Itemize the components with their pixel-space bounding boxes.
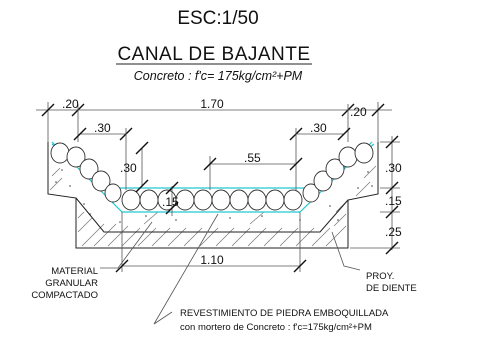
slope-dimension-lines	[73, 127, 351, 190]
note-material-line3: COMPACTADO	[31, 290, 98, 301]
dim-slope-right: .30	[310, 121, 327, 135]
note-tooth-line2: DE DIENTE	[366, 283, 417, 294]
scale-label: ESC:1/50	[177, 8, 258, 29]
stone-lining	[50, 142, 374, 211]
dim-right-floor: .15	[385, 194, 402, 208]
top-dimension-line	[36, 102, 392, 142]
left-depth-dimension	[135, 141, 149, 193]
dim-slope-left: .30	[94, 121, 111, 135]
material-leader	[100, 221, 153, 269]
tooth-leader	[331, 231, 361, 271]
right-side-dimensions	[350, 135, 400, 255]
dim-floor-thickness: .15	[162, 195, 179, 209]
dim-top-left-edge: .20	[62, 97, 79, 111]
drawing-title: CANAL DE BAJANTE	[117, 44, 310, 65]
dim-base-width: 1.10	[200, 253, 224, 267]
bottom-width-dimension	[203, 156, 303, 190]
dim-bottom-width: .55	[244, 151, 261, 165]
note-lining-line2: con mortero de Concreto : f'c=175kg/cm²+…	[180, 322, 372, 333]
inner-base-line	[75, 197, 349, 233]
floor-thickness-dimension	[165, 181, 179, 216]
dim-left-depth: .30	[120, 161, 137, 175]
concrete-hatching	[49, 165, 377, 247]
lining-leader	[153, 213, 219, 325]
note-lining-line1: REVESTIMIENTO DE PIEDRA EMBOQUILLADA	[180, 308, 389, 319]
concrete-outline	[47, 142, 379, 249]
note-material-line1: MATERIAL	[51, 266, 98, 277]
drawing-subtitle: Concreto : f'c= 175kg/cm²+PM	[134, 69, 303, 83]
dim-top-width: 1.70	[200, 97, 224, 111]
dim-top-right-edge: .20	[350, 105, 367, 119]
dim-right-depth: .30	[385, 161, 402, 175]
note-material-line2: GRANULAR	[45, 278, 98, 289]
dim-right-tooth: .25	[385, 225, 402, 239]
note-tooth-line1: PROY.	[366, 271, 394, 282]
